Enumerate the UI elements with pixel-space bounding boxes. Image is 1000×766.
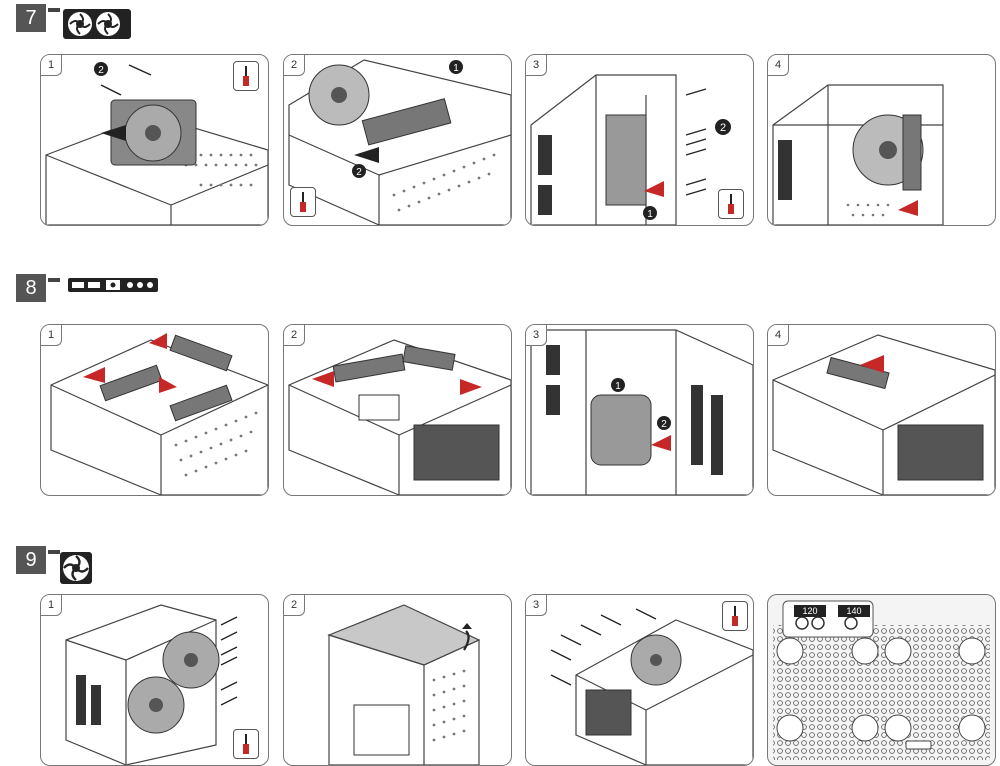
step-9-dash [48,550,60,554]
step-7-panel-1: 1 2 [40,54,269,226]
screwdriver-icon [290,187,316,217]
case-illustration [50,333,268,495]
case-illustration [772,334,995,495]
step-9-panel-4: 120 140 [767,594,996,766]
front-io-panel-icon [68,278,158,297]
callout-2: 2 [720,122,726,134]
panel-number: 4 [768,55,789,76]
panel-number: 1 [41,55,62,76]
panel-number: 2 [284,595,305,616]
callout-2: 2 [98,65,104,76]
fan-mount-hole-pattern [773,600,990,760]
case-illustration [550,608,753,765]
screwdriver-icon [718,189,744,219]
step-9-panel-3: 3 [525,594,754,766]
screwdriver-icon [722,601,748,631]
radiator-icon [62,8,132,45]
step-7-dash [48,8,60,12]
panel-number: 1 [41,595,62,616]
step-8-panel-1: 1 [40,324,269,496]
screwdriver-icon [233,61,259,91]
case-illustration [288,339,511,495]
callout-1: 1 [453,63,459,74]
callout-1: 1 [647,209,653,220]
step-9-badge: 9 [16,546,46,574]
case-illustration: 2 [45,62,268,225]
step-8-panel-4: 4 [767,324,996,496]
panel-number: 2 [284,55,305,76]
case-illustration [65,604,238,765]
step-8-badge: 8 [16,274,46,302]
step-8-dash [48,278,60,282]
panel-number: 1 [41,325,62,346]
case-illustration: 1 2 [530,329,753,495]
fan-size-140-label: 140 [838,605,870,617]
screwdriver-icon [233,729,259,759]
step-9-panel-2: 2 [283,594,512,766]
step-7-panel-3: 3 2 1 [525,54,754,226]
callout-1: 1 [615,381,621,392]
callout-2: 2 [356,167,362,178]
case-illustration [327,604,481,765]
case-illustration [772,84,944,225]
callout-2: 2 [661,419,667,430]
panel-number: 3 [526,55,547,76]
fan-size-120-label: 120 [794,605,826,617]
step-8-panel-3: 3 1 2 [525,324,754,496]
step-9-panel-1: 1 [40,594,269,766]
case-illustration: 2 1 [530,74,731,225]
step-7-panel-2: 2 1 2 [283,54,512,226]
step-8-panel-2: 2 [283,324,512,496]
step-7-panel-4: 4 [767,54,996,226]
fan-icon [60,552,92,589]
case-illustration: 1 2 [288,59,511,225]
panel-number: 4 [768,325,789,346]
panel-number: 3 [526,325,547,346]
panel-number: 2 [284,325,305,346]
panel-number: 3 [526,595,547,616]
step-7-badge: 7 [16,4,46,32]
